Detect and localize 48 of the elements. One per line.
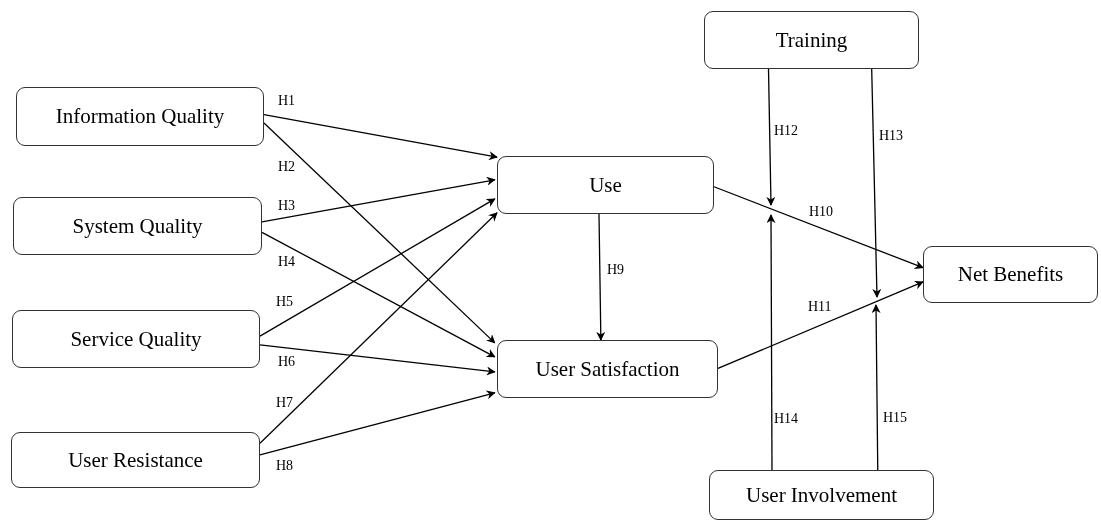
arrow: [713, 186, 924, 269]
construct-label: User Involvement: [745, 482, 897, 508]
edge-label: H4: [278, 255, 296, 269]
arrow: [263, 122, 496, 344]
construct-box: [13, 197, 262, 255]
construct-box: [704, 11, 919, 69]
edge-label: H5: [276, 295, 294, 309]
arrow: [261, 176, 496, 223]
construct-box: [709, 470, 934, 520]
construct-label: Training: [775, 27, 848, 53]
edge-label: H6: [278, 355, 296, 369]
construct-label: System Quality: [72, 213, 203, 239]
arrow: [259, 390, 496, 456]
construct-label: Service Quality: [70, 326, 202, 352]
construct-label: User Satisfaction: [535, 356, 680, 382]
edge-label: H8: [276, 459, 294, 473]
edge-label: H12: [774, 124, 799, 138]
edge-label: H11: [808, 300, 832, 314]
edge-label: H7: [276, 396, 294, 410]
arrow: [766, 214, 776, 471]
arrow: [259, 212, 498, 444]
construct-box: [497, 156, 714, 214]
arrow: [259, 198, 496, 337]
arrow: [871, 68, 882, 298]
arrow: [259, 344, 496, 376]
arrow: [766, 68, 776, 206]
construct-label: Information Quality: [55, 104, 225, 129]
construct-box: [497, 340, 718, 398]
construct-box: [16, 87, 264, 146]
arrow: [871, 304, 881, 471]
construct-label: User Resistance: [68, 447, 203, 473]
construct-label: Use: [589, 172, 622, 198]
construct-box: [923, 246, 1098, 303]
edge-label: H13: [879, 129, 904, 143]
edge-label: H1: [278, 94, 296, 108]
construct-box: [12, 310, 260, 368]
arrow: [596, 213, 606, 341]
edge-label: H14: [774, 412, 799, 426]
edge-label: H9: [607, 263, 625, 277]
arrow: [717, 280, 924, 370]
edge-label: H10: [809, 205, 834, 219]
edge-label: H2: [278, 160, 296, 174]
construct-label: Net Benefits: [957, 262, 1064, 287]
arrow: [263, 114, 498, 161]
construct-box: [11, 432, 260, 488]
arrow: [261, 231, 496, 358]
edge-label: H15: [883, 411, 908, 425]
edge-label: H3: [278, 199, 296, 213]
